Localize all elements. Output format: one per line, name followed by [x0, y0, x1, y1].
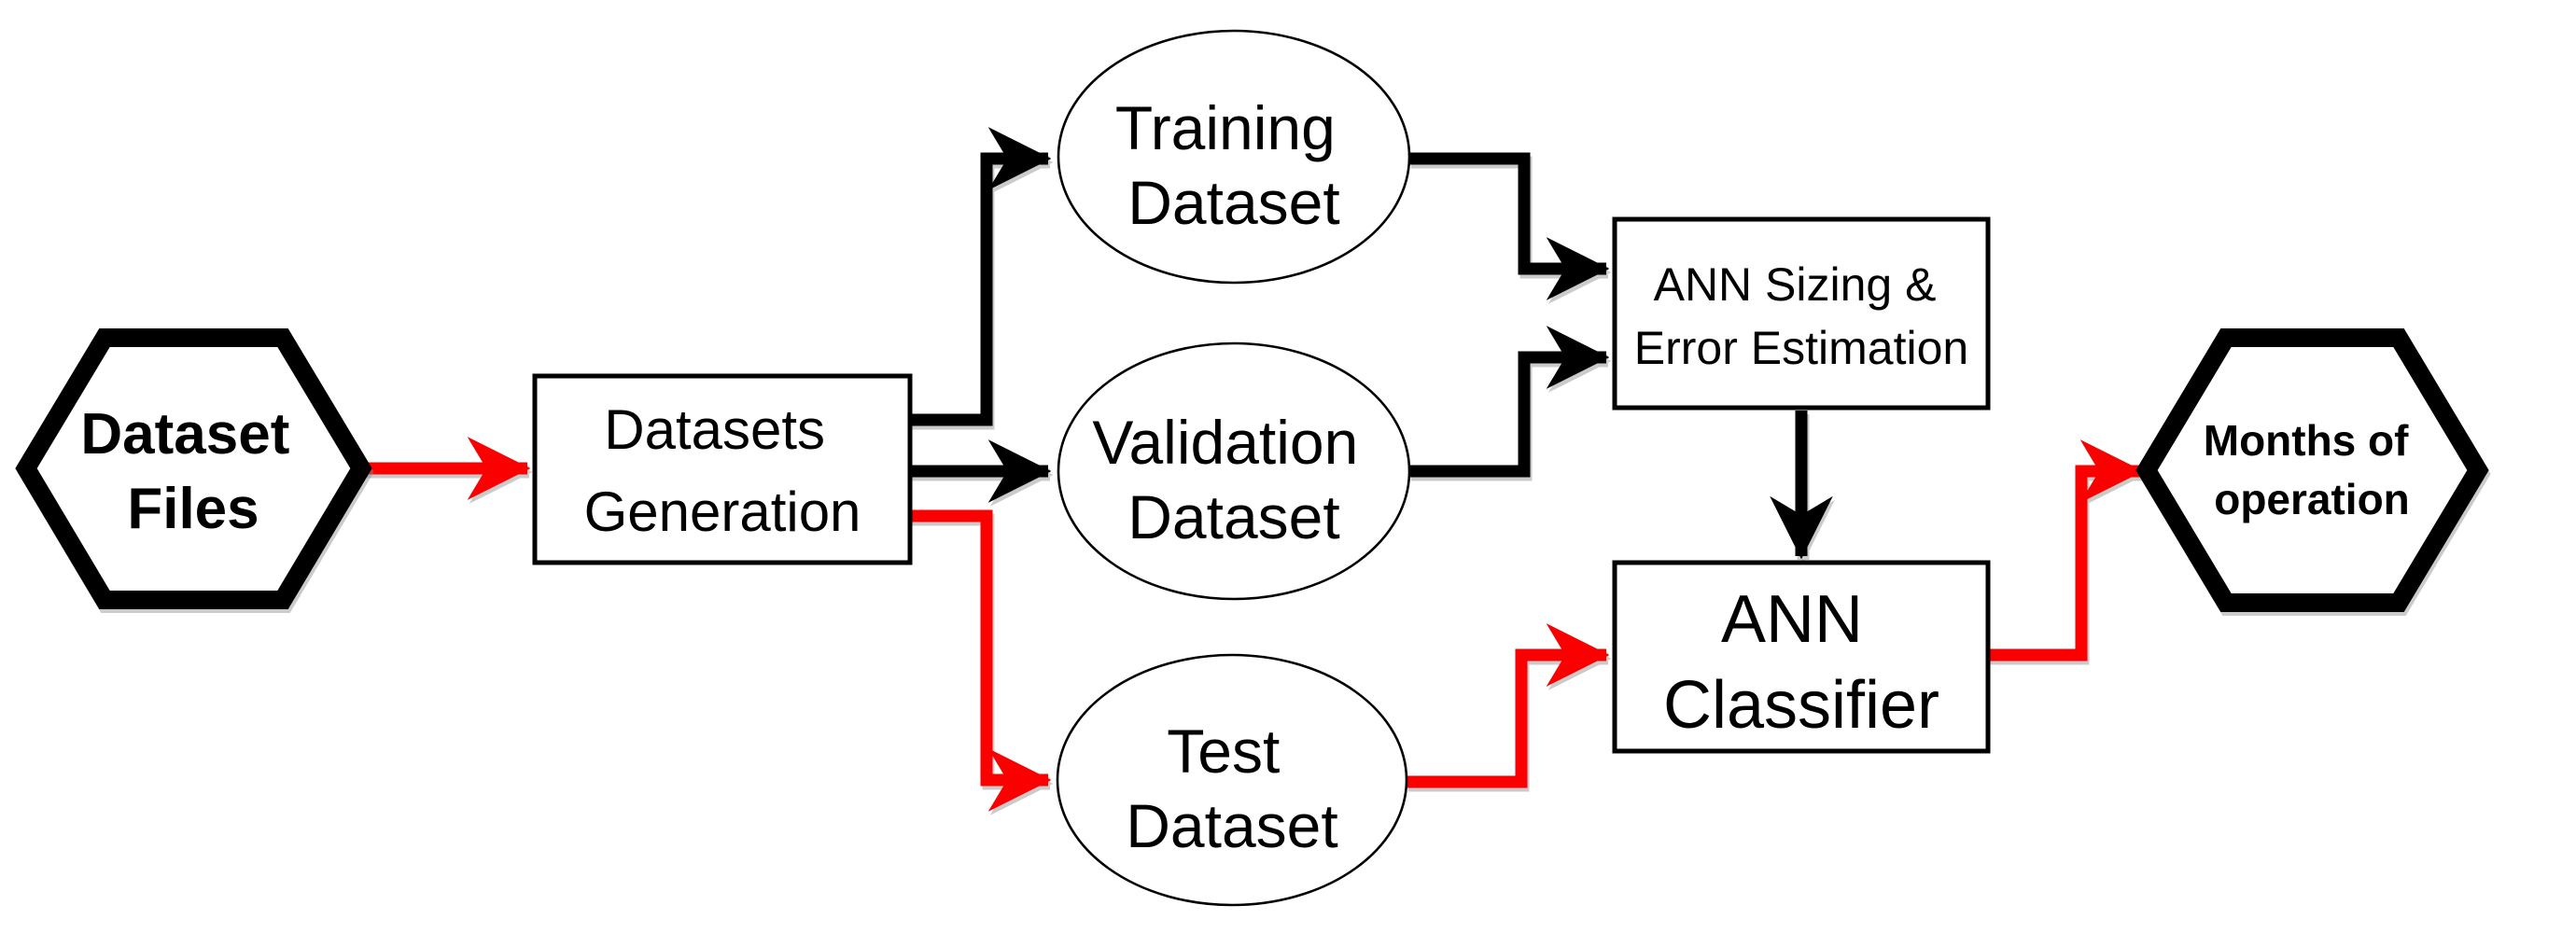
dataset-files-line2: Files [127, 477, 259, 541]
node-ann-classifier: ANN Classifier [1612, 560, 1991, 754]
node-ann-sizing: ANN Sizing & Error Estimation [1612, 216, 1991, 411]
node-months-of-operation: Months of operation [2135, 328, 2489, 612]
ann-classifier-label: ANN Classifier [1663, 582, 1939, 743]
edge-generation-to-training [910, 127, 1052, 426]
edge-test-to-classifier [1407, 623, 1610, 788]
test-dataset-label: Test Dataset [1126, 717, 1337, 860]
ann-sizing-rect [1612, 216, 1991, 411]
nodes-layer: Dataset Files Datasets Generation Traini… [15, 29, 2489, 907]
ann-sizing-line1: ANN Sizing & [1654, 258, 1937, 311]
node-test-dataset: Test Dataset [1056, 653, 1408, 907]
ann-classifier-rect [1612, 560, 1991, 754]
dataset-files-line1: Dataset [80, 402, 289, 466]
training-dataset-label: Training Dataset [1115, 93, 1352, 237]
node-validation-dataset: Validation Dataset [1057, 341, 1411, 601]
edge-training-to-sizing [1409, 152, 1610, 300]
months-of-operation-line2: operation [2214, 475, 2410, 523]
months-of-operation-label: Months of operation [2204, 416, 2421, 523]
dataset-files-label: Dataset Files [80, 402, 305, 541]
edge-generation-to-test [910, 509, 1052, 812]
validation-dataset-ellipse [1057, 341, 1411, 601]
validation-dataset-line2: Dataset [1127, 482, 1339, 551]
datasets-generation-label: Datasets Generation [584, 398, 861, 543]
months-of-operation-hexagon [2135, 328, 2489, 612]
node-datasets-generation: Datasets Generation [532, 373, 913, 565]
ann-classifier-line1: ANN [1721, 582, 1863, 657]
validation-dataset-label: Validation Dataset [1092, 408, 1375, 551]
datasets-generation-rect [532, 373, 913, 565]
datasets-generation-line2: Generation [584, 480, 861, 543]
node-dataset-files: Dataset Files [15, 328, 372, 609]
months-of-operation-line1: Months of [2204, 416, 2409, 465]
test-dataset-line2: Dataset [1126, 791, 1337, 860]
edge-validation-to-sizing [1409, 326, 1610, 478]
node-training-dataset: Training Dataset [1057, 29, 1411, 285]
datasets-generation-line1: Datasets [604, 398, 825, 461]
ann-sizing-label: ANN Sizing & Error Estimation [1634, 258, 1968, 374]
training-dataset-line1: Training [1115, 93, 1336, 162]
training-dataset-line2: Dataset [1127, 168, 1339, 237]
validation-dataset-line1: Validation [1092, 408, 1358, 477]
test-dataset-ellipse [1056, 653, 1408, 907]
dataset-files-hexagon [15, 328, 372, 609]
ann-classifier-line2: Classifier [1663, 668, 1939, 743]
ann-sizing-line2: Error Estimation [1634, 322, 1968, 374]
edge-classifier-to-months [1988, 439, 2144, 661]
training-dataset-ellipse [1057, 29, 1411, 285]
edges-layer [364, 127, 2144, 812]
test-dataset-line1: Test [1167, 717, 1280, 786]
